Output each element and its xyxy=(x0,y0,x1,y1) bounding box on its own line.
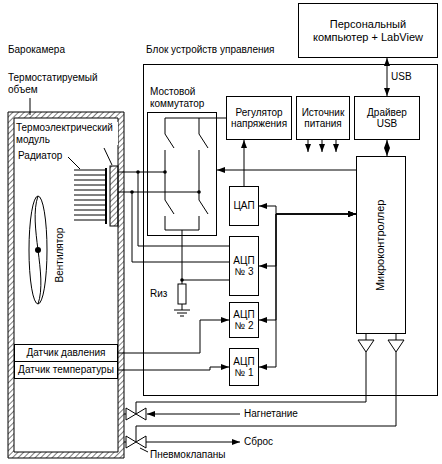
resistor-symbol xyxy=(178,284,186,304)
flow-arrow xyxy=(147,414,240,415)
converter-box: ЦАП xyxy=(229,186,259,226)
part-label: Нагнетание xyxy=(244,408,298,420)
node-text: Драйвер USB xyxy=(357,107,417,130)
part-label: Пневмоклапаны xyxy=(150,449,225,461)
part-label: Радиатор xyxy=(18,150,62,162)
converter-box: АЦП № 3 xyxy=(229,236,259,296)
microcontroller-box: Микроконтроллер xyxy=(356,156,406,334)
fan-blade xyxy=(35,196,41,304)
fan-outline xyxy=(29,196,47,304)
junction-dot xyxy=(136,170,140,174)
control-unit-block: Блок устройств управленияМостовой коммут… xyxy=(143,44,438,396)
node-text: Микроконтроллер xyxy=(375,199,388,291)
node-text: Датчик температуры xyxy=(17,364,115,376)
power-output-arrow xyxy=(336,140,337,152)
part-label: Барокамера xyxy=(8,44,65,56)
radiator-base xyxy=(105,168,107,224)
process-box: Драйвер USB xyxy=(354,96,420,140)
node-text: Датчик давления xyxy=(17,347,115,359)
part-label: Термоэлектрический модуль xyxy=(16,122,118,145)
part-label: Термостатируемый объем xyxy=(8,72,120,95)
part-label: Вентилятор xyxy=(54,228,66,283)
connector xyxy=(217,118,226,119)
node-heading: Мостовой коммутатор xyxy=(147,86,217,109)
bridge-switch: Мостовой коммутатор xyxy=(147,86,217,236)
fan-hub xyxy=(35,247,41,253)
converter-box: АЦП № 2 xyxy=(229,302,259,338)
sensor-box: Датчик давления xyxy=(14,344,118,362)
part-label: Сброс xyxy=(244,436,273,448)
connector xyxy=(387,140,388,156)
module-wires xyxy=(118,172,229,280)
connector xyxy=(244,140,245,186)
process-box: Источник питания xyxy=(296,96,350,140)
node-text: АЦП № 3 xyxy=(232,255,256,278)
bridge-switch-outline xyxy=(147,112,217,236)
edge-label: USB xyxy=(391,71,412,83)
connector xyxy=(259,214,356,266)
radiator-fins xyxy=(74,170,106,220)
connector xyxy=(259,214,356,320)
connector xyxy=(118,367,229,370)
node-heading: Блок устройств управления xyxy=(143,44,438,56)
node-text: ЦАП xyxy=(232,200,256,212)
junction-dot xyxy=(197,190,201,194)
node-text: АЦП № 2 xyxy=(232,309,256,332)
converter-box: АЦП № 1 xyxy=(229,348,259,386)
valve-control-wire xyxy=(124,334,396,442)
bridge-switches xyxy=(165,118,217,284)
power-output-arrow xyxy=(322,140,323,152)
part-label: Rиз xyxy=(150,288,167,300)
power-output-arrow xyxy=(308,140,309,152)
node-text: Источник питания xyxy=(299,107,347,130)
node-text: АЦП № 1 xyxy=(232,356,256,379)
junction-dot xyxy=(130,190,134,194)
process-box: Регулятор напряжения xyxy=(226,96,292,140)
ground-symbol xyxy=(174,304,190,316)
junction-dots xyxy=(130,170,201,282)
sensor-box: Датчик температуры xyxy=(14,361,118,379)
connector xyxy=(118,320,229,353)
node-text: Персональный компьютер + LabView xyxy=(301,18,435,43)
connector xyxy=(259,206,356,214)
buffer-triangle xyxy=(358,340,404,352)
flow-arrow xyxy=(146,442,240,443)
connector xyxy=(259,214,356,367)
connector xyxy=(217,170,356,171)
junction-dot xyxy=(163,170,167,174)
thermoelectric-module xyxy=(110,166,118,226)
node-text: Регулятор напряжения xyxy=(229,107,289,130)
pressure-chamber-wall xyxy=(8,112,124,458)
computer-box: Персональный компьютер + LabView xyxy=(298,3,438,58)
junction-dot xyxy=(180,278,184,282)
valve-symbol xyxy=(126,408,146,448)
